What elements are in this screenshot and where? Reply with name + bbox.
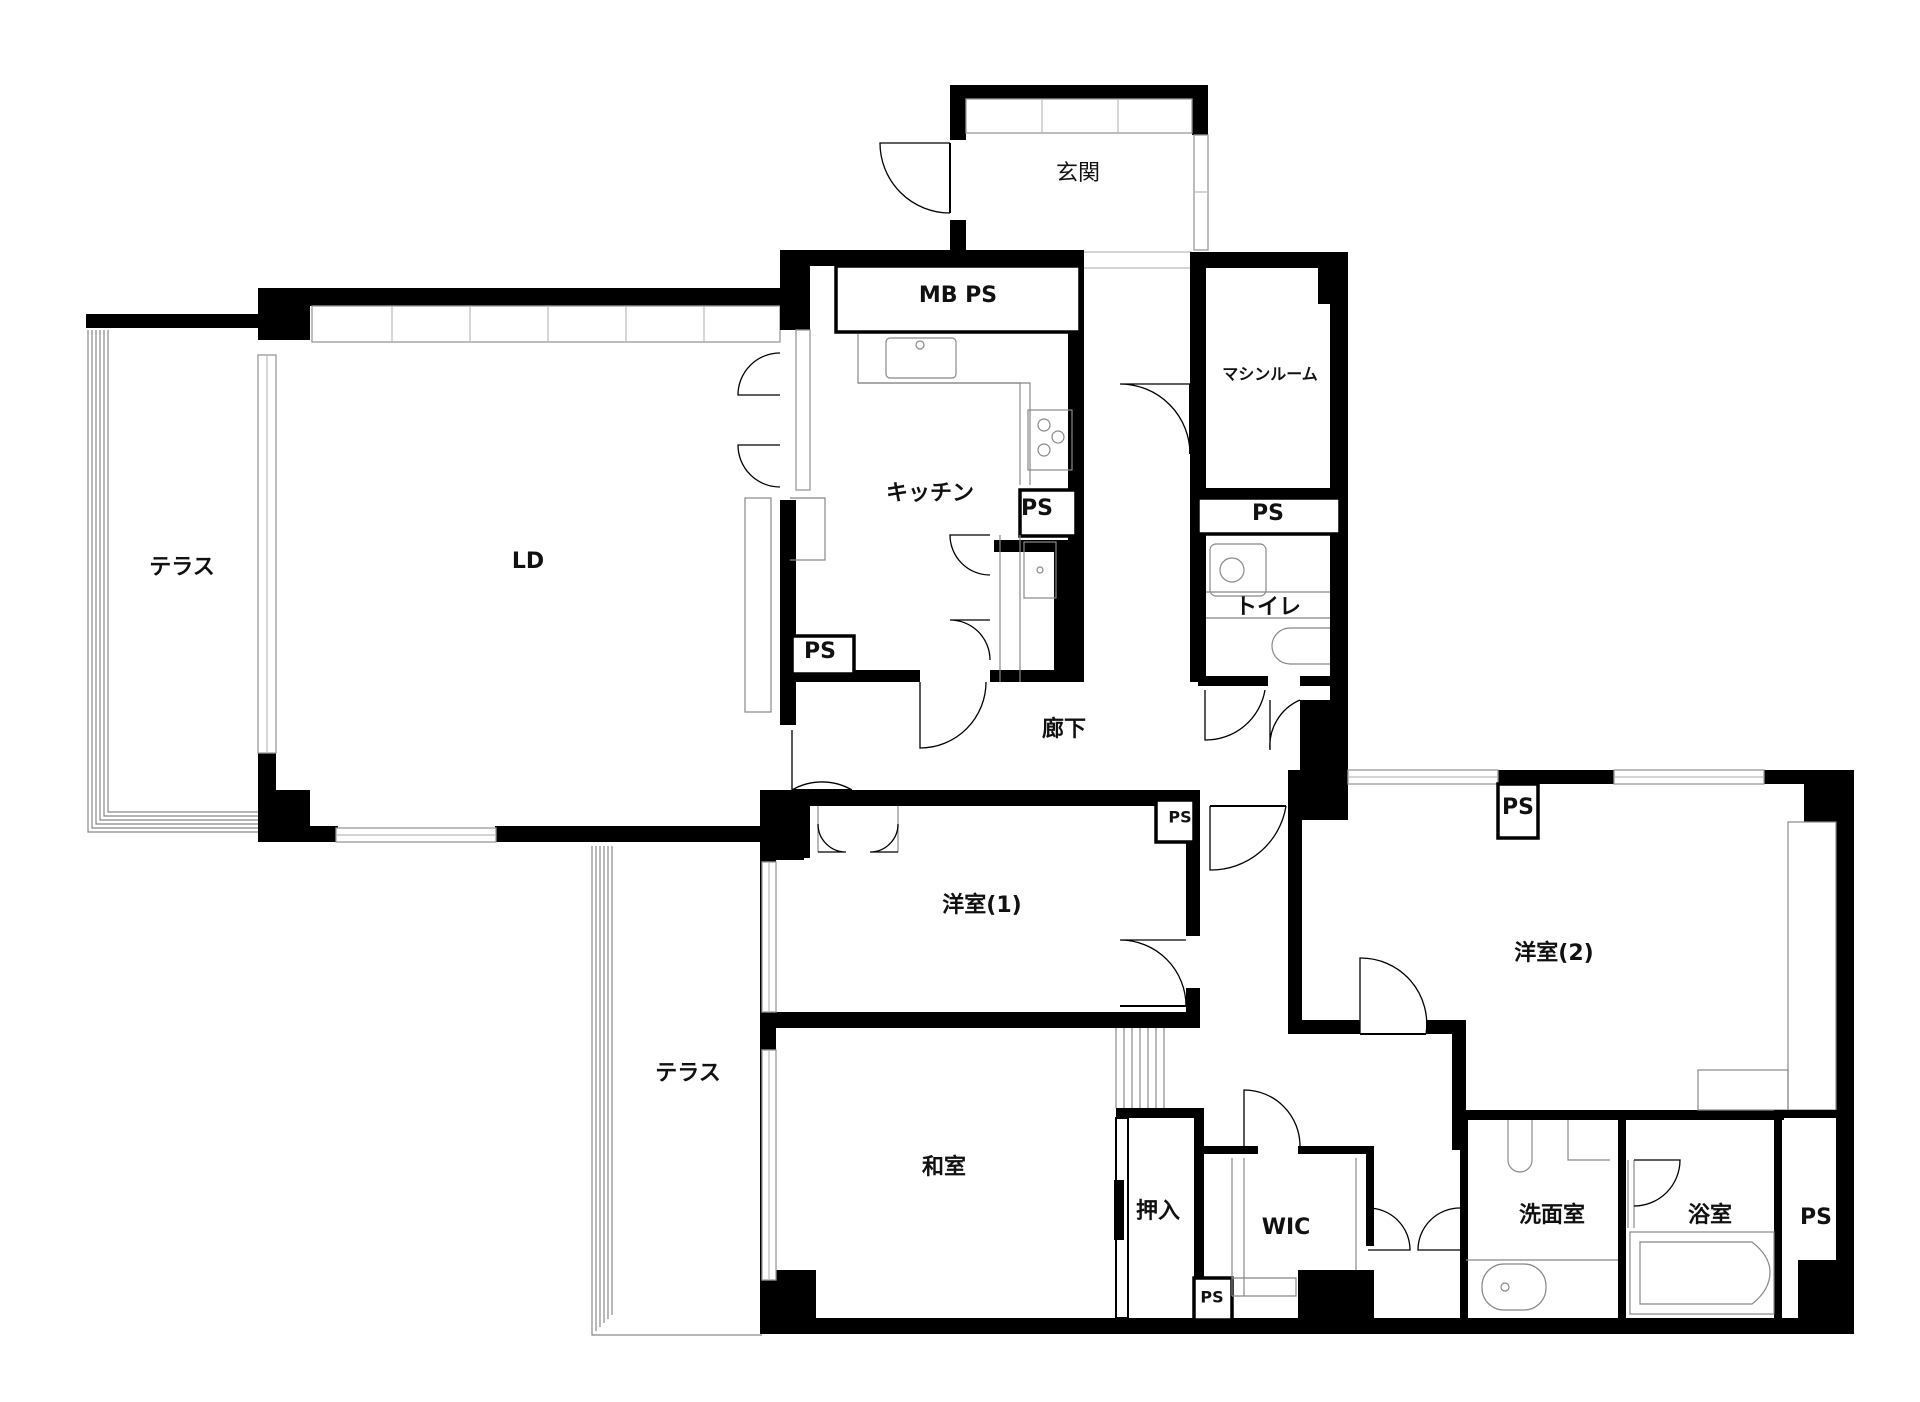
bath-walls — [1367, 1110, 1844, 1320]
label-genkan: 玄関 — [1056, 161, 1100, 186]
label-ld: LD — [512, 549, 544, 574]
label-hall-ps: PS — [1252, 501, 1284, 526]
label-corridor: 廊下 — [1042, 716, 1086, 742]
kitchen-walls — [780, 250, 1084, 725]
label-terrace-south: テラス — [655, 1061, 721, 1086]
ld-windows — [257, 305, 781, 843]
label-closet: 押入 — [1136, 1198, 1180, 1224]
label-kitchen-ps: PS — [1021, 496, 1053, 521]
label-bathroom: 浴室 — [1688, 1202, 1732, 1228]
label-west2-ps: PS — [1502, 795, 1534, 820]
kitchen-fixtures — [737, 329, 1073, 749]
label-kitchen: キッチン — [886, 481, 974, 506]
label-western2: 洋室(2) — [1514, 940, 1593, 966]
label-terrace-west: テラス — [149, 555, 215, 580]
label-western1: 洋室(1) — [942, 892, 1021, 918]
label-wic: WIC — [1262, 1215, 1311, 1240]
label-mbps: MB PS — [919, 283, 997, 308]
terrace-west — [86, 314, 258, 833]
machine-toilet-walls — [1119, 252, 1348, 797]
label-toilet: トイレ — [1235, 595, 1301, 620]
label-washroom: 洗面室 — [1519, 1202, 1585, 1228]
label-wic-ps: PS — [1200, 1288, 1223, 1307]
label-west1-ps: PS — [1168, 808, 1191, 827]
western1-walls — [760, 798, 1200, 1066]
room-labels: 玄関 MB PS マシンルーム キッチン LD テラス テラス 廊下 トイレ 洋… — [149, 161, 1732, 1240]
ld-walls — [258, 288, 804, 860]
wic-walls — [1192, 1089, 1374, 1326]
label-japanese: 和室 — [922, 1154, 966, 1180]
genkan-walls — [879, 85, 1209, 269]
label-bath-ps: PS — [1800, 1205, 1832, 1230]
label-machine-room: マシンルーム — [1222, 365, 1318, 384]
corridor-walls — [760, 730, 1348, 871]
ps-labels: PS PS PS PS PS PS PS — [804, 496, 1832, 1307]
terrace-south — [591, 846, 762, 1336]
label-kitchen-ps-small: PS — [804, 639, 836, 664]
